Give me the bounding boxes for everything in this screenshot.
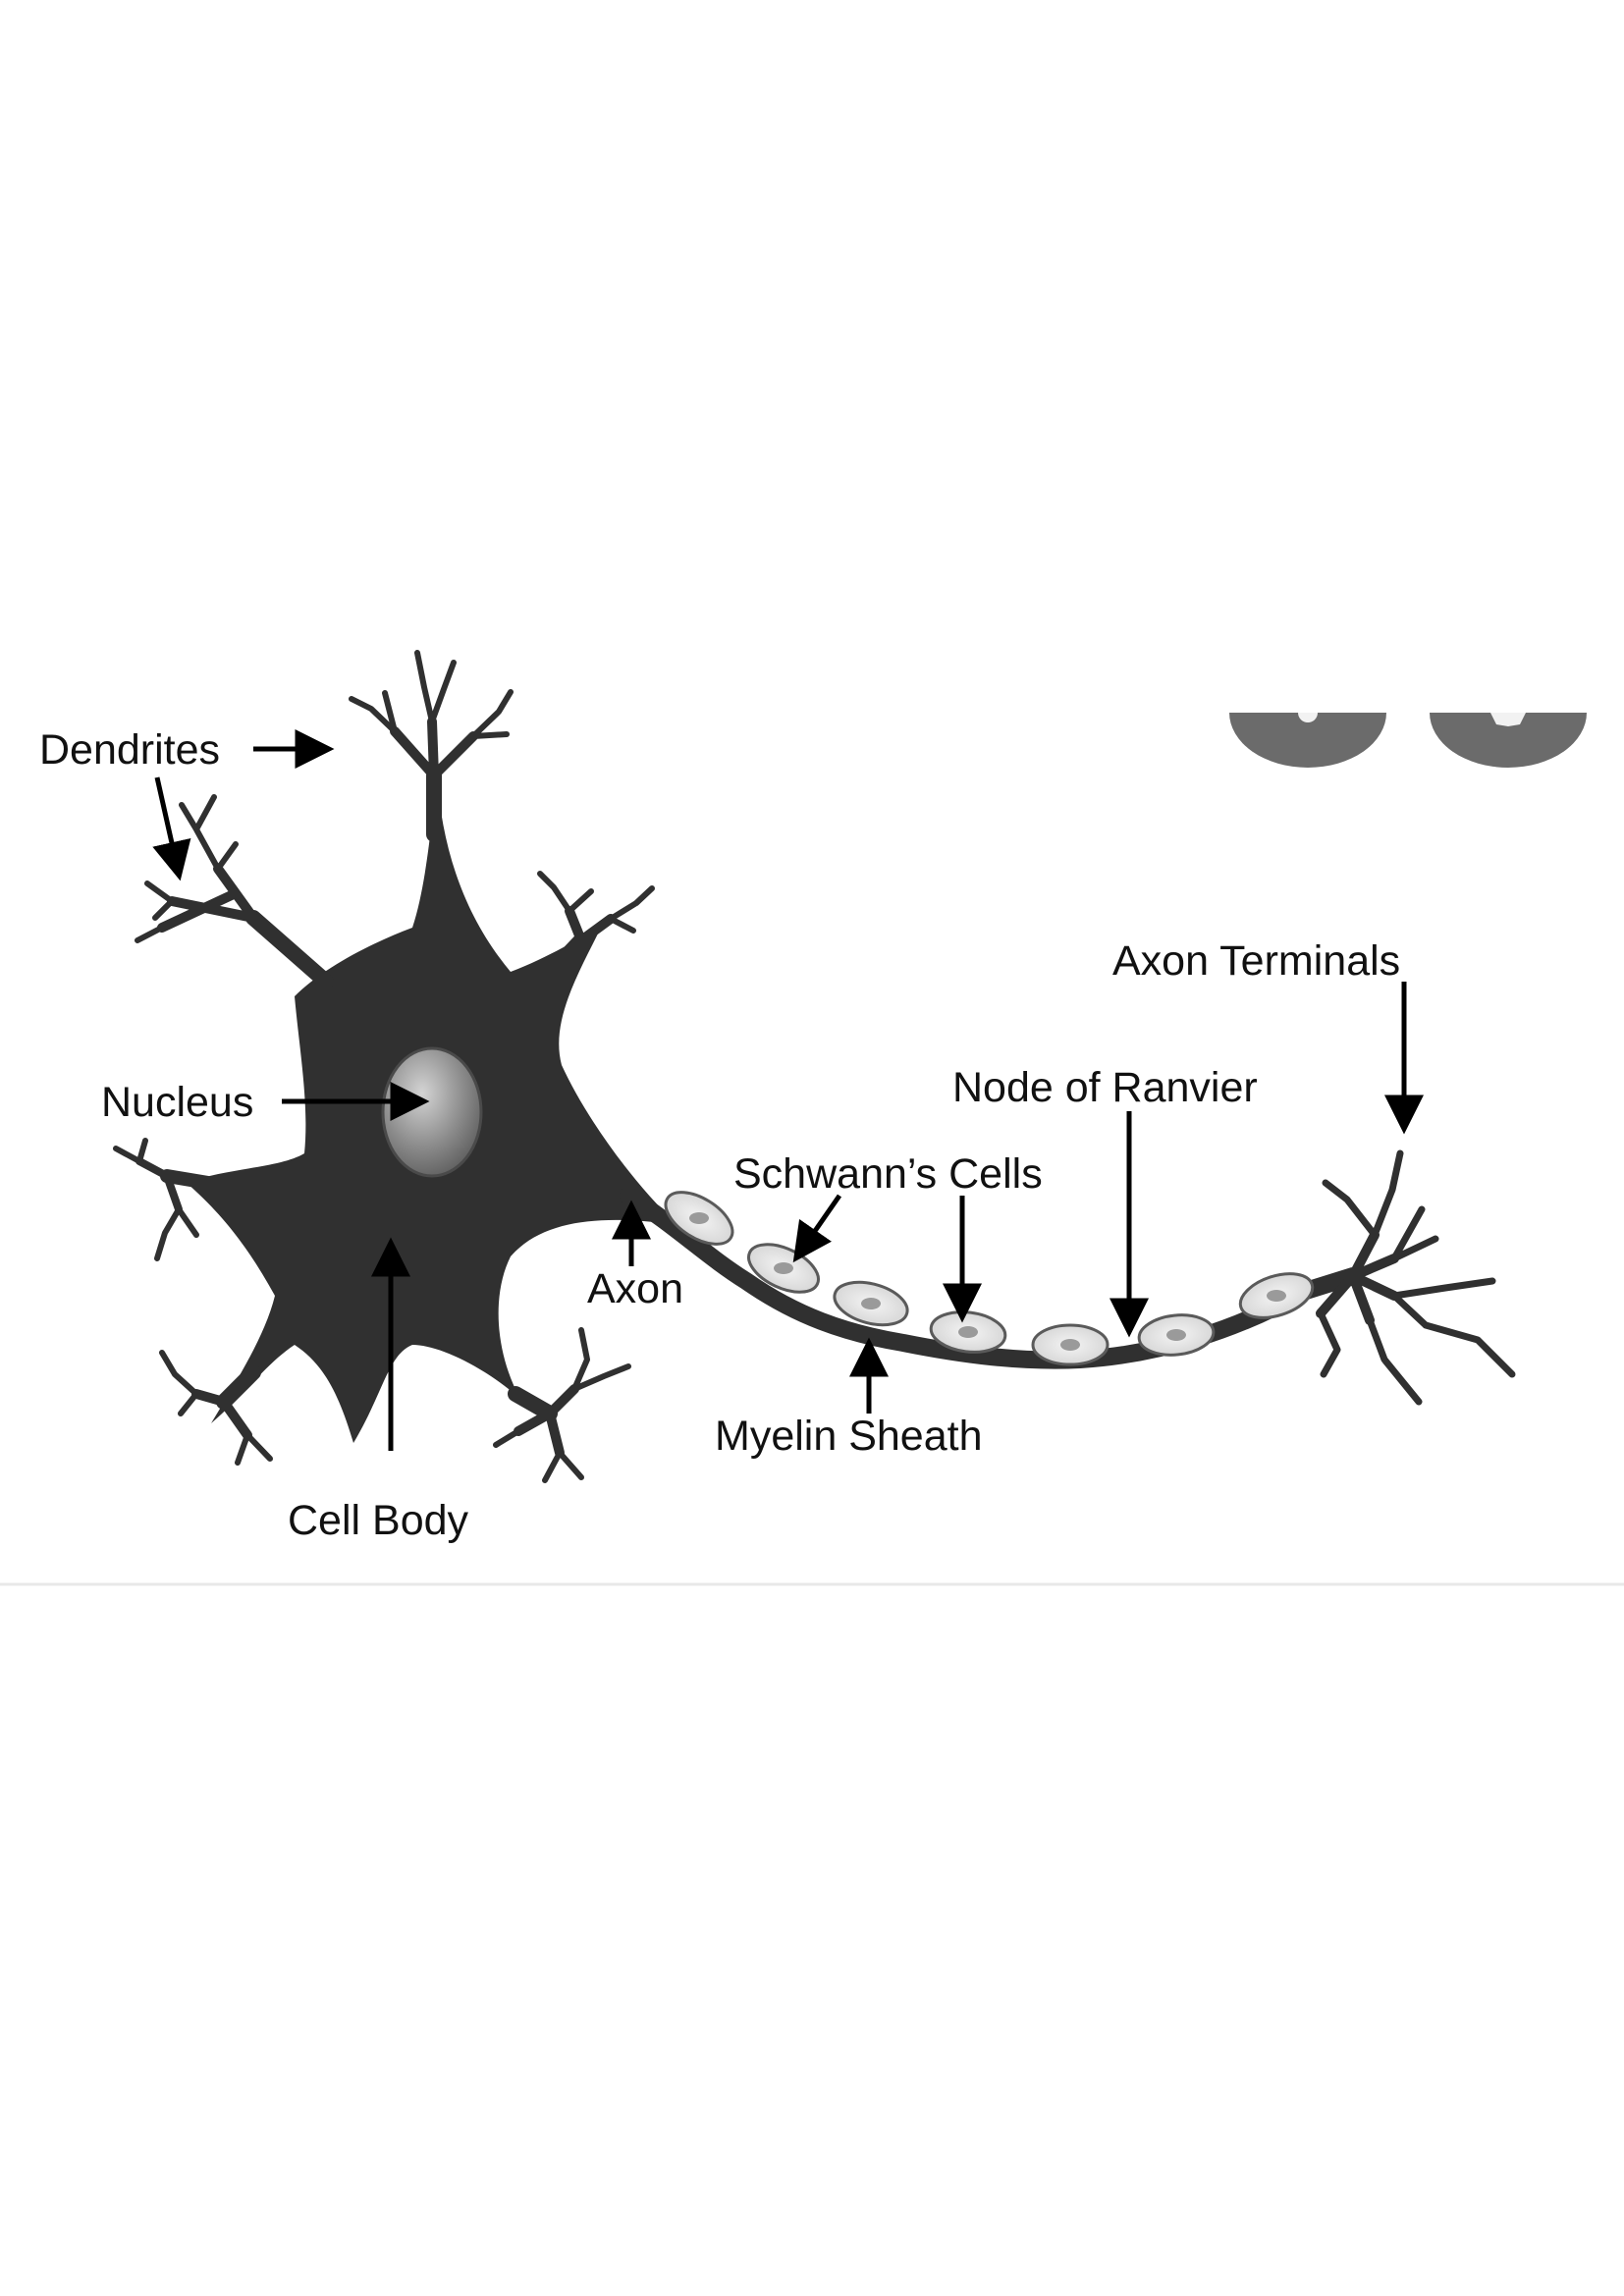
label-axon: Axon: [587, 1265, 683, 1312]
key-icon: [1298, 713, 1318, 722]
label-axon-terminals: Axon Terminals: [1112, 937, 1400, 985]
overlay-button-left[interactable]: [1229, 713, 1386, 768]
star-icon: [1490, 713, 1526, 726]
label-schwanns-cells: Schwann’s Cells: [733, 1150, 1043, 1198]
label-nucleus: Nucleus: [101, 1079, 253, 1126]
label-cell-body: Cell Body: [288, 1497, 469, 1544]
axon-terminals-shape: [1297, 1149, 1516, 1406]
label-myelin-sheath: Myelin Sheath: [715, 1413, 983, 1460]
diagram-labels: Dendrites Nucleus Cell Body Axon Schwann…: [39, 726, 1400, 1544]
overlay-buttons: [1229, 713, 1587, 768]
dendrites-arrow-down: [152, 776, 191, 881]
label-node-of-ranvier: Node of Ranvier: [952, 1064, 1258, 1111]
nucleus-shape: [381, 1046, 483, 1178]
dendrites-shape: [113, 650, 655, 1483]
schwanns-cells-arrow: [792, 1194, 842, 1263]
neuron: [113, 650, 1516, 1483]
overlay-button-right[interactable]: [1430, 713, 1587, 768]
label-arrows: [152, 729, 1424, 1451]
label-dendrites: Dendrites: [39, 726, 220, 774]
